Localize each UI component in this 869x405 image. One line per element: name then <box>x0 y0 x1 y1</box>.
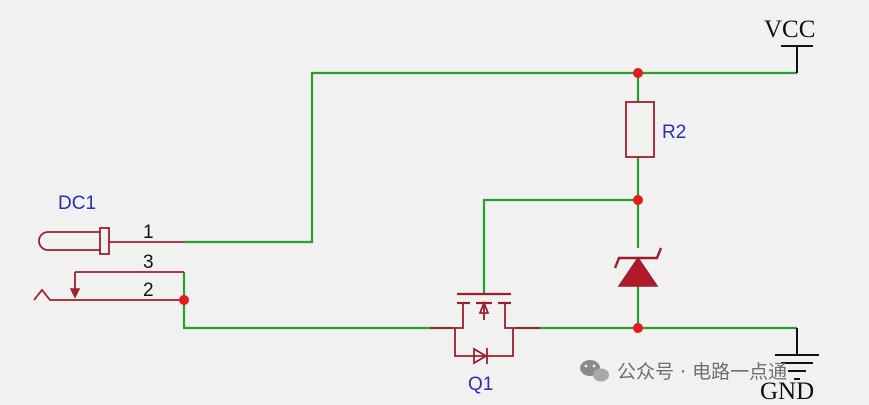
wire-vcc-rail <box>184 71 797 244</box>
pin-1-label: 1 <box>143 222 154 243</box>
ground-symbol: GND <box>760 328 819 405</box>
wire-pin2-to-source <box>182 272 453 330</box>
q1-label: Q1 <box>468 374 493 395</box>
mosfet-q1: Q1 <box>430 292 540 395</box>
dc-jack-dc1: DC1 1 3 2 <box>33 193 184 301</box>
wires <box>182 71 797 330</box>
gnd-label: GND <box>760 378 814 405</box>
dc1-label: DC1 <box>58 193 96 214</box>
watermark-text: 公众号 · 电路一点通 <box>617 361 787 383</box>
junctions <box>179 68 643 333</box>
zener-diode <box>613 247 663 287</box>
junction-dot <box>179 295 189 305</box>
pin-3-label: 3 <box>143 252 154 273</box>
junction-dot <box>633 68 643 78</box>
wechat-icon <box>580 360 609 382</box>
vcc-label: VCC <box>764 16 815 43</box>
junction-dot <box>633 195 643 205</box>
r2-label: R2 <box>662 122 686 143</box>
pin-2-label: 2 <box>143 280 154 301</box>
junction-dot <box>633 323 643 333</box>
resistor-r2: R2 <box>625 101 686 158</box>
wire-gate <box>482 198 638 292</box>
vcc-symbol: VCC <box>764 16 815 73</box>
watermark: 公众号 · 电路一点通 <box>580 360 787 383</box>
